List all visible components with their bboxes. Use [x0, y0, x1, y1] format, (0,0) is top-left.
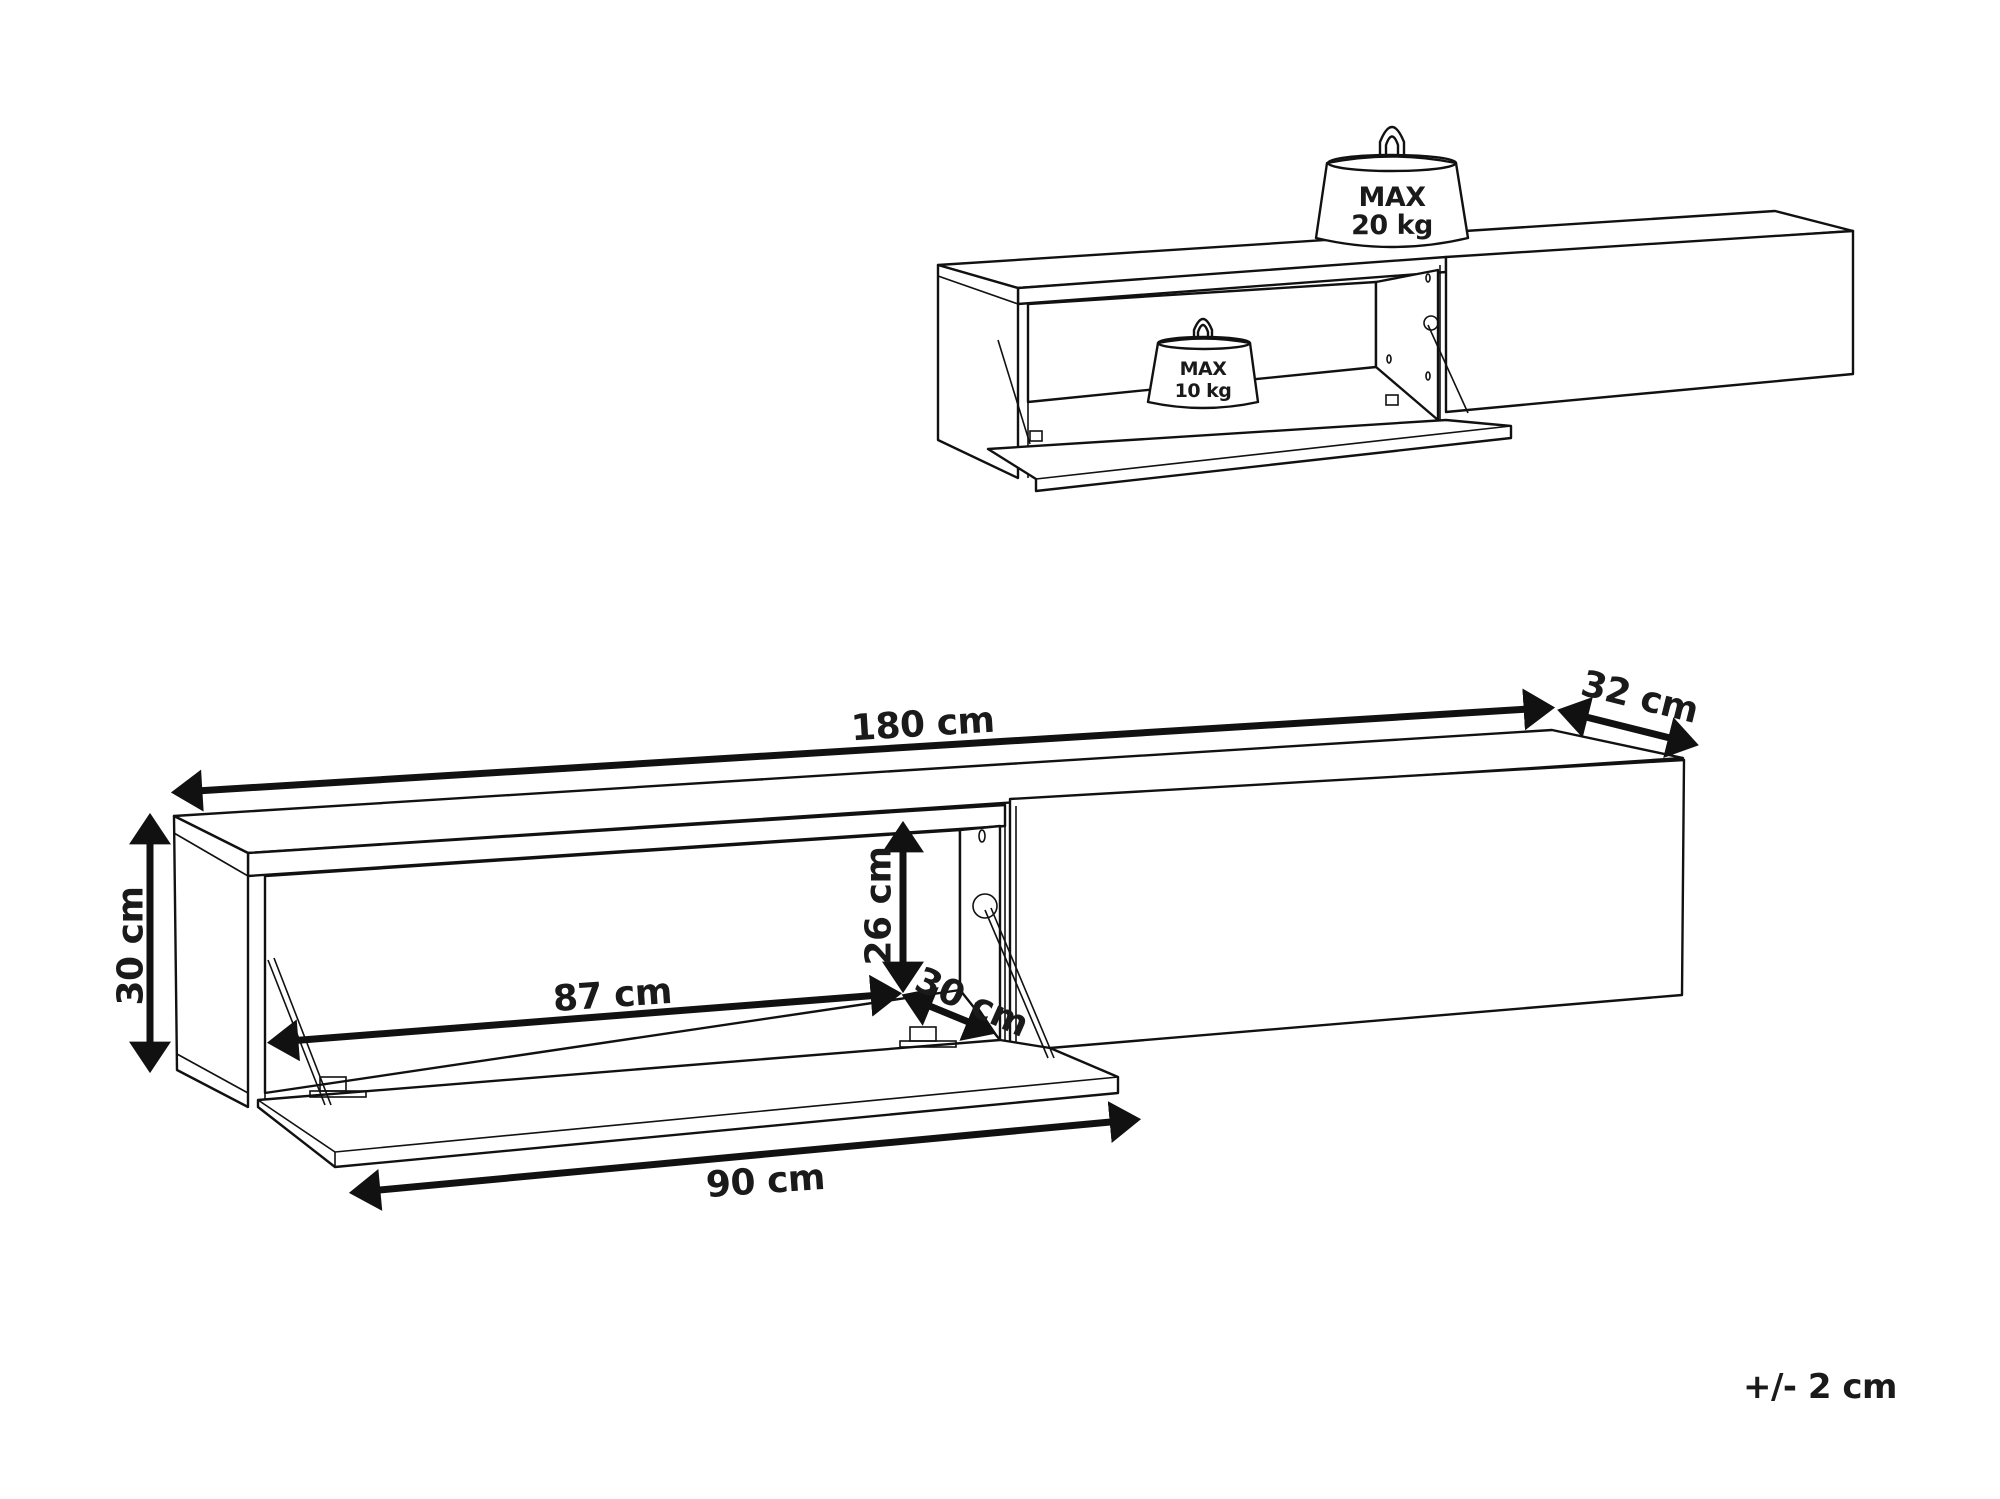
- weight-20kg-label-max: MAX: [1358, 182, 1426, 213]
- tolerance-note: +/- 2 cm: [1743, 1367, 1897, 1407]
- overview-cabinet: [936, 209, 1855, 493]
- dim-label-flap-width: 90 cm: [704, 1156, 827, 1207]
- arrow-87cm: [266, 974, 903, 1062]
- arrow-30cm-depth: [901, 987, 997, 1041]
- weight-10kg-label-value: 10 kg: [1174, 380, 1232, 402]
- arrow-32cm: [1557, 697, 1699, 758]
- dimension-arrows: [129, 688, 1699, 1211]
- dim-label-total-width: 180 cm: [849, 699, 996, 750]
- arrow-180cm: [170, 688, 1556, 812]
- weight-10kg-icon: [1146, 317, 1260, 410]
- dim-label-inner-height: 26 cm: [858, 846, 900, 966]
- dim-label-inner-width: 87 cm: [551, 970, 674, 1021]
- weight-20kg-icon: [1314, 125, 1470, 249]
- arrow-90cm: [348, 1101, 1142, 1211]
- weight-10kg-label-max: MAX: [1179, 358, 1227, 380]
- weight-20kg-label-value: 20 kg: [1351, 210, 1433, 241]
- dim-label-height: 30 cm: [110, 886, 152, 1006]
- main-cabinet: [172, 728, 1686, 1169]
